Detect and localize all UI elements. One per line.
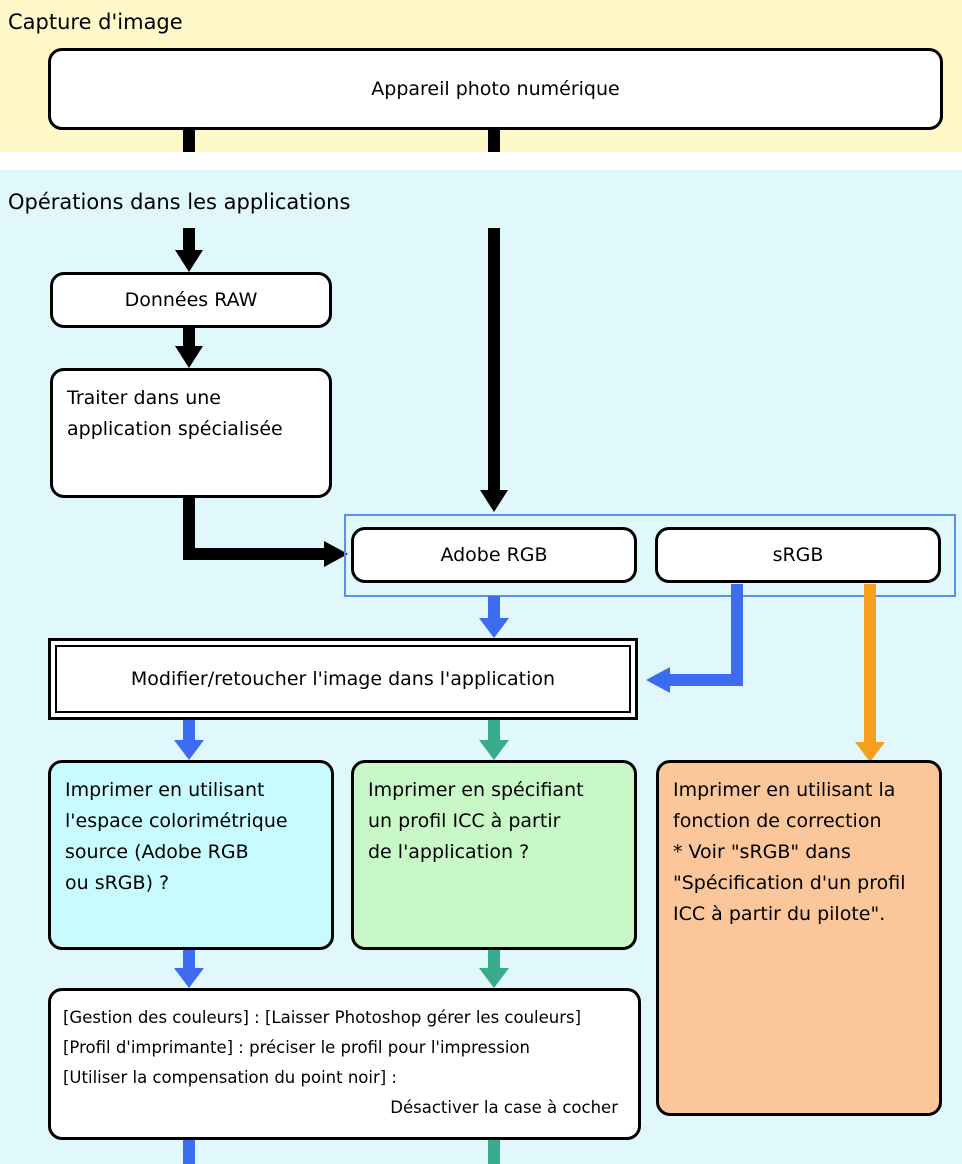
arrow-raw-to-process bbox=[183, 326, 195, 348]
arrow-edit-to-icc bbox=[488, 718, 500, 742]
print-icc-line: un profil ICC à partir bbox=[368, 810, 561, 832]
print-icc-box: Imprimer en spécifiant un profil ICC à p… bbox=[351, 760, 637, 950]
print-source-line: Imprimer en utilisant bbox=[65, 779, 265, 801]
print-source-line: source (Adobe RGB bbox=[65, 841, 249, 863]
settings-line: [Utiliser la compensation du point noir]… bbox=[63, 1068, 397, 1087]
srgb-label: sRGB bbox=[772, 544, 824, 566]
print-source-box: Imprimer en utilisant l'espace colorimét… bbox=[48, 760, 334, 950]
camera-stub-left bbox=[183, 128, 195, 152]
adobe-rgb-label: Adobe RGB bbox=[440, 544, 548, 566]
arrow-adobe-to-edit bbox=[488, 596, 500, 620]
raw-data-label: Données RAW bbox=[124, 289, 258, 311]
print-correction-line: ICC à partir du pilote". bbox=[673, 903, 886, 925]
settings-line: Désactiver la case à cocher bbox=[390, 1098, 618, 1117]
print-icc-line: Imprimer en spécifiant bbox=[368, 779, 584, 801]
print-correction-line: Imprimer en utilisant la bbox=[673, 779, 896, 801]
settings-line: [Gestion des couleurs] : [Laisser Photos… bbox=[63, 1008, 582, 1027]
continue-stub-left bbox=[183, 1138, 195, 1164]
adobe-rgb-box: Adobe RGB bbox=[351, 527, 637, 583]
process-line: Traiter dans une bbox=[67, 387, 221, 409]
print-source-line: l'espace colorimétrique bbox=[65, 810, 288, 832]
camera-box: Appareil photo numérique bbox=[48, 48, 943, 130]
print-correction-box: Imprimer en utilisant la fonction de cor… bbox=[656, 760, 942, 1116]
edit-box: Modifier/retoucher l'image dans l'applic… bbox=[48, 638, 638, 720]
capture-zone-label: Capture d'image bbox=[8, 10, 183, 34]
print-source-line: ou sRGB) ? bbox=[65, 872, 170, 894]
camera-stub-right bbox=[488, 128, 500, 152]
arrow-icc-to-settings bbox=[488, 948, 500, 970]
print-correction-line: * Voir "sRGB" dans bbox=[673, 841, 851, 863]
print-correction-line: "Spécification d'un profil bbox=[673, 872, 906, 894]
print-icc-line: de l'application ? bbox=[368, 841, 530, 863]
process-box: Traiter dans une application spécialisée bbox=[50, 368, 332, 498]
arrow-edit-to-source bbox=[183, 718, 195, 742]
operations-zone-label: Opérations dans les applications bbox=[8, 190, 351, 214]
color-space-group bbox=[344, 514, 956, 597]
continue-stub-right bbox=[488, 1138, 500, 1164]
print-correction-line: fonction de correction bbox=[673, 810, 882, 832]
camera-label: Appareil photo numérique bbox=[371, 78, 620, 100]
arrow-srgb-to-edit bbox=[668, 584, 743, 686]
arrow-direct-to-adobe bbox=[488, 228, 500, 492]
settings-box: [Gestion des couleurs] : [Laisser Photos… bbox=[48, 988, 641, 1140]
settings-line: [Profil d'imprimante] : préciser le prof… bbox=[63, 1038, 530, 1057]
edit-label: Modifier/retoucher l'image dans l'applic… bbox=[130, 668, 556, 690]
raw-data-box: Données RAW bbox=[50, 272, 332, 328]
arrow-to-raw bbox=[183, 228, 195, 252]
arrow-source-to-settings bbox=[183, 948, 195, 970]
arrow-srgb-to-correction bbox=[864, 584, 876, 744]
process-line: application spécialisée bbox=[67, 418, 283, 440]
arrow-process-to-adobe bbox=[183, 496, 326, 560]
srgb-box: sRGB bbox=[655, 527, 941, 583]
